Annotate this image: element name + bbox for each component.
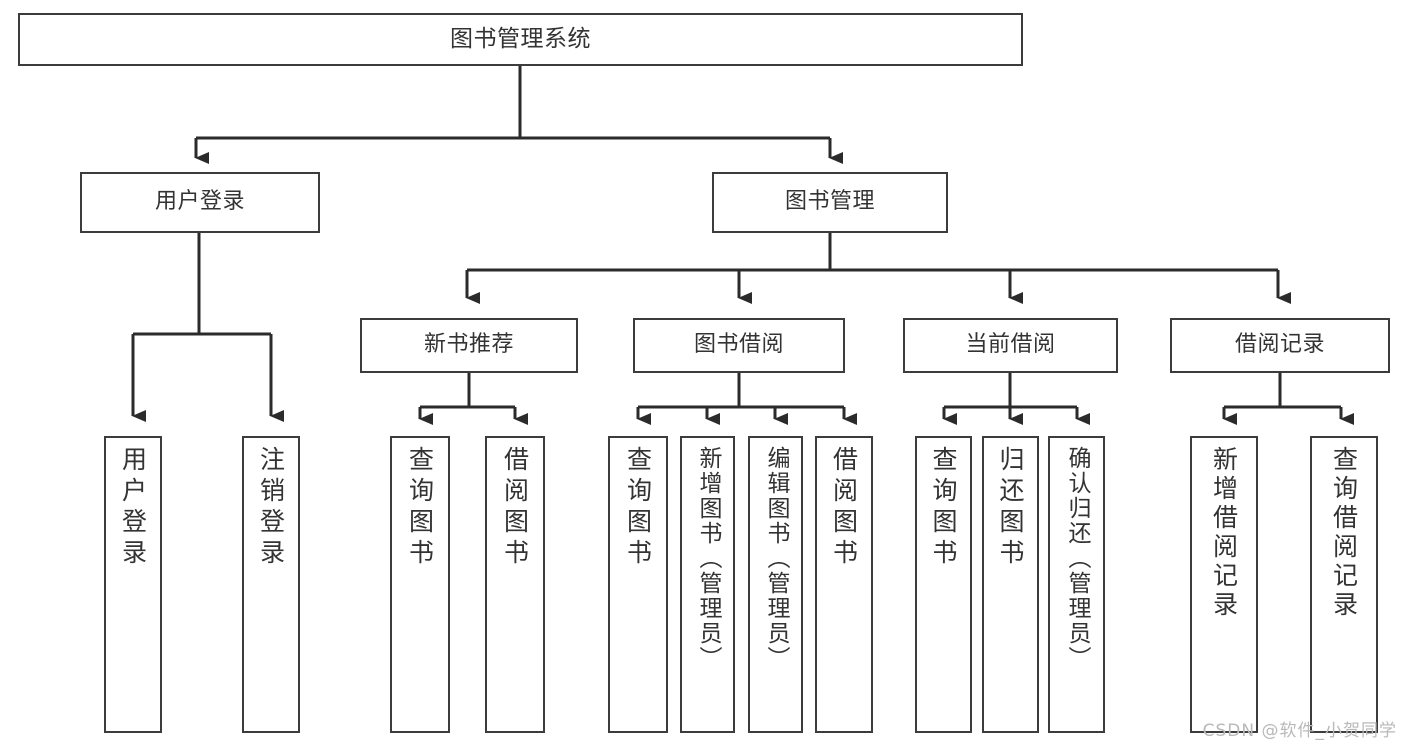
leaf-query-book-current[interactable]: 查询图书 (915, 436, 972, 733)
leaf-logout[interactable]: 注销登录 (242, 436, 300, 733)
node-label: 注销登录 (256, 446, 286, 570)
leaf-query-book-recommend[interactable]: 查询图书 (390, 436, 450, 733)
node-label: 借阅图书 (829, 446, 859, 570)
node-label: 编辑图书（管理员） (763, 446, 789, 671)
node-label: 新增图书（管理员） (695, 446, 721, 671)
leaf-query-book-borrow[interactable]: 查询图书 (608, 436, 668, 733)
leaf-query-borrow-record[interactable]: 查询借阅记录 (1310, 436, 1378, 733)
node-label: 图书管理系统 (450, 25, 591, 52)
node-label: 借阅图书 (500, 446, 530, 570)
node-current-borrow[interactable]: 当前借阅 (903, 318, 1118, 373)
node-label: 归还图书 (996, 446, 1025, 570)
leaf-return-book[interactable]: 归还图书 (982, 436, 1039, 733)
leaf-borrow-book-recommend[interactable]: 借阅图书 (485, 436, 545, 733)
node-user-login[interactable]: 用户登录 (80, 172, 320, 233)
leaf-add-book[interactable]: 新增图书（管理员） (680, 436, 735, 733)
node-book-borrow[interactable]: 图书借阅 (633, 318, 845, 373)
node-root-system[interactable]: 图书管理系统 (18, 13, 1023, 66)
node-label: 用户登录 (154, 189, 245, 215)
leaf-add-borrow-record[interactable]: 新增借阅记录 (1190, 436, 1258, 733)
leaf-confirm-return[interactable]: 确认归还（管理员） (1048, 436, 1105, 733)
node-label: 借阅记录 (1234, 332, 1325, 358)
node-label: 图书管理 (784, 189, 875, 215)
leaf-user-login[interactable]: 用户登录 (104, 436, 162, 733)
node-label: 查询图书 (405, 446, 435, 570)
node-label: 查询借阅记录 (1329, 446, 1359, 620)
node-label: 当前借阅 (965, 332, 1056, 358)
leaf-edit-book[interactable]: 编辑图书（管理员） (748, 436, 803, 733)
node-label: 新书推荐 (423, 332, 514, 358)
node-label: 用户登录 (118, 446, 148, 570)
node-borrow-record[interactable]: 借阅记录 (1170, 318, 1390, 373)
node-label: 查询图书 (929, 446, 958, 570)
node-label: 新增借阅记录 (1209, 446, 1239, 620)
node-label: 确认归还（管理员） (1064, 446, 1090, 671)
leaf-borrow-book-borrow[interactable]: 借阅图书 (815, 436, 873, 733)
node-new-book-recommend[interactable]: 新书推荐 (360, 318, 578, 373)
node-label: 查询图书 (623, 446, 653, 570)
node-book-manage[interactable]: 图书管理 (712, 172, 948, 233)
node-label: 图书借阅 (693, 332, 784, 358)
